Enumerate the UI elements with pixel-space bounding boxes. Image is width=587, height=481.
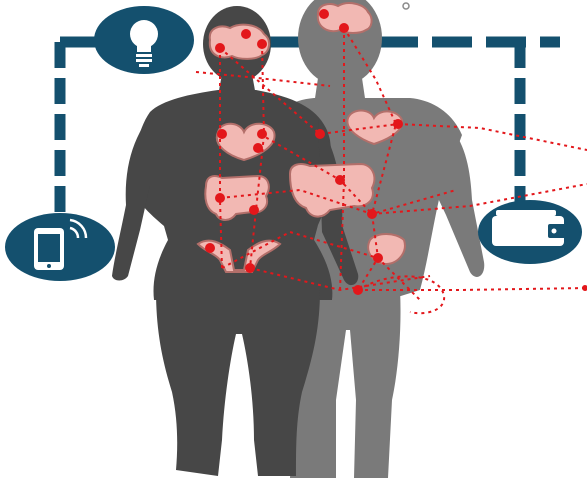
sensor-dot: [217, 129, 227, 139]
sensor-dot: [373, 253, 383, 263]
sensor-dot: [253, 143, 263, 153]
sensor-dot: [205, 243, 215, 253]
sensor-dot: [335, 175, 345, 185]
woman-legs: [156, 290, 320, 476]
sensor-dot: [319, 9, 329, 19]
sensor-dot-edge: [582, 285, 587, 291]
sensor-dot: [339, 23, 349, 33]
wallet-icon: [492, 210, 566, 246]
lightbulb-node: [94, 6, 194, 74]
sensor-dot: [367, 209, 377, 219]
sensor-dot: [245, 263, 255, 273]
sensor-dot: [353, 285, 363, 295]
edge-marker: [403, 3, 409, 9]
smartphone-node: [5, 213, 115, 281]
sensor-dot: [315, 129, 325, 139]
sensor-dot: [215, 43, 225, 53]
sensor-dot: [249, 205, 259, 215]
sensor-dot: [215, 193, 225, 203]
sensor-dot: [241, 29, 251, 39]
sensor-dot: [257, 129, 267, 139]
wallet-node: [478, 200, 582, 264]
sensor-dot: [393, 119, 403, 129]
sensor-dot: [257, 39, 267, 49]
woman-arm-left: [112, 116, 150, 281]
